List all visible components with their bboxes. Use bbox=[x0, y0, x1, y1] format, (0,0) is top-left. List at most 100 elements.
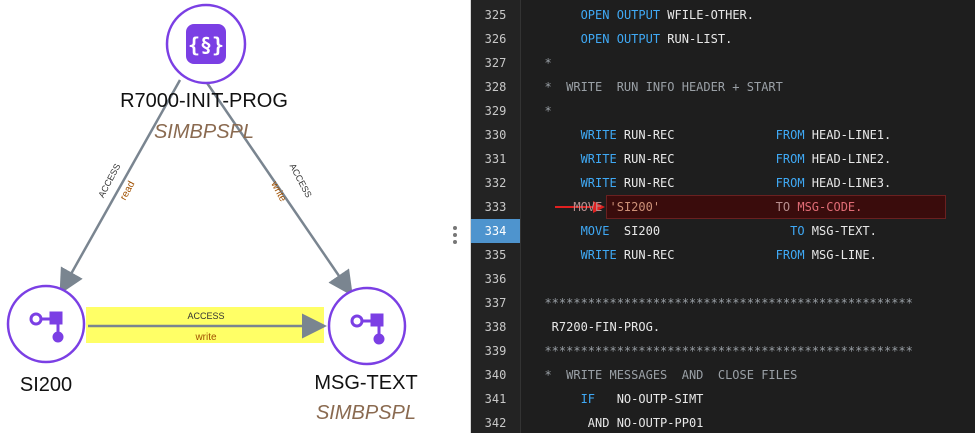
code-token: OPEN bbox=[580, 8, 610, 22]
code-line[interactable]: OPEN OUTPUT RUN-LIST. bbox=[530, 27, 733, 51]
code-token: WRITE bbox=[580, 248, 617, 262]
edge-right-type-label: ACCESS bbox=[288, 162, 314, 199]
code-line[interactable]: WRITE RUN-REC FROM MSG-LINE. bbox=[530, 243, 877, 267]
edge-si200-to-msg-text[interactable]: ACCESS write bbox=[86, 307, 327, 343]
line-number-gutter: 325 326 327 328 329 330 331 332 333 334 335 336 337 3… bbox=[471, 0, 521, 433]
code-token: NO-OUTP-SIMT bbox=[595, 392, 704, 406]
dependency-graph-pane: ACCESS read ACCESS write ACCESS write {§… bbox=[0, 0, 446, 433]
code-line[interactable]: MOVE SI200 TO MSG-TEXT. bbox=[530, 219, 877, 243]
line-number[interactable]: 327 bbox=[484, 56, 507, 70]
code-token: WRITE bbox=[580, 152, 617, 166]
code-token: MSG-LINE. bbox=[804, 248, 877, 262]
code-line[interactable]: * bbox=[530, 99, 551, 123]
si200-node[interactable]: SI200 bbox=[6, 284, 86, 396]
edge-bottom-mode-label: write bbox=[194, 332, 217, 343]
code-token: 'SI200' bbox=[609, 200, 661, 214]
code-token: WFILE-OTHER. bbox=[660, 8, 754, 22]
code-token: FROM bbox=[775, 128, 805, 142]
code-token bbox=[530, 128, 581, 142]
code-line[interactable]: R7200-FIN-PROG. bbox=[530, 315, 660, 339]
line-number[interactable]: 326 bbox=[484, 32, 507, 46]
code-line[interactable]: WRITE RUN-REC FROM HEAD-LINE2. bbox=[530, 147, 892, 171]
si200-node-name: SI200 bbox=[20, 374, 72, 396]
code-token bbox=[660, 200, 776, 214]
code-line[interactable]: * WRITE RUN INFO HEADER + START bbox=[530, 75, 783, 99]
line-number[interactable]: 331 bbox=[484, 152, 507, 166]
code-token: MOVE bbox=[573, 200, 603, 214]
code-token: ****************************************… bbox=[530, 344, 913, 358]
code-line[interactable]: IF NO-OUTP-SIMT bbox=[530, 387, 704, 411]
edge-bottom-type-label: ACCESS bbox=[187, 311, 224, 321]
line-number[interactable]: 341 bbox=[484, 392, 507, 406]
line-number[interactable]: 335 bbox=[484, 248, 507, 262]
msg-text-node[interactable]: MSG-TEXT SIMBPSPL bbox=[314, 286, 418, 424]
line-number[interactable]: 333 bbox=[484, 200, 507, 214]
line-number[interactable]: 329 bbox=[484, 104, 507, 118]
program-node[interactable]: {§} R7000-INIT-PROG SIMBPSPL bbox=[120, 3, 288, 143]
line-number[interactable]: 338 bbox=[484, 320, 507, 334]
code-token bbox=[530, 152, 581, 166]
code-token: RUN-REC bbox=[616, 248, 776, 262]
code-line[interactable]: ****************************************… bbox=[530, 339, 913, 363]
code-token: TO bbox=[790, 224, 805, 238]
code-token: IF bbox=[580, 392, 596, 406]
code-token: FROM bbox=[775, 152, 805, 166]
pane-splitter[interactable] bbox=[446, 0, 471, 433]
msg-text-node-subtitle: SIMBPSPL bbox=[316, 402, 416, 424]
code-line[interactable]: WRITE RUN-REC FROM HEAD-LINE3. bbox=[530, 171, 892, 195]
code-token bbox=[530, 176, 581, 190]
code-line[interactable]: OPEN OUTPUT WFILE-OTHER. bbox=[530, 3, 754, 27]
line-number[interactable]: 330 bbox=[484, 128, 507, 142]
code-token: AND NO-OUTP-PP01 bbox=[530, 416, 704, 430]
curly-s-icon: {§} bbox=[186, 24, 226, 64]
program-node-name: R7000-INIT-PROG bbox=[120, 90, 288, 112]
code-token: HEAD-LINE1. bbox=[804, 128, 892, 142]
line-number[interactable]: 337 bbox=[484, 296, 507, 310]
code-token: MOVE bbox=[580, 224, 610, 238]
code-editor[interactable]: 325 326 327 328 329 330 331 332 333 334 335 336 337 3… bbox=[471, 0, 975, 433]
line-number[interactable]: 334 bbox=[471, 219, 520, 243]
code-token: FROM bbox=[775, 176, 805, 190]
code-token: * WRITE MESSAGES AND CLOSE FILES bbox=[530, 368, 798, 382]
code-token: OPEN bbox=[580, 32, 610, 46]
program-node-subtitle: SIMBPSPL bbox=[154, 121, 254, 143]
line-number[interactable]: 339 bbox=[484, 344, 507, 358]
msg-text-node-name: MSG-TEXT bbox=[314, 372, 417, 394]
code-line[interactable]: * bbox=[530, 51, 551, 75]
code-token: RUN-REC bbox=[616, 128, 776, 142]
code-token: RUN-REC bbox=[616, 152, 776, 166]
code-token bbox=[530, 224, 581, 238]
line-number[interactable]: 342 bbox=[484, 416, 507, 430]
code-token: WRITE bbox=[580, 128, 617, 142]
code-token: RUN-REC bbox=[616, 176, 776, 190]
code-token: * WRITE RUN INFO HEADER + START bbox=[530, 80, 783, 94]
data-element-icon bbox=[350, 313, 385, 345]
code-line[interactable]: * WRITE MESSAGES AND CLOSE FILES bbox=[530, 363, 797, 387]
line-number[interactable]: 328 bbox=[484, 80, 507, 94]
code-line[interactable]: MOVE 'SI200' TO MSG-CODE. bbox=[530, 195, 862, 219]
code-token bbox=[602, 200, 609, 214]
line-number[interactable]: 336 bbox=[484, 272, 507, 286]
code-line[interactable]: ****************************************… bbox=[530, 291, 913, 315]
code-token: MSG-TEXT. bbox=[804, 224, 877, 238]
code-token: HEAD-LINE2. bbox=[804, 152, 892, 166]
code-line[interactable]: AND NO-OUTP-PP01 bbox=[530, 411, 704, 433]
code-token: SI200 bbox=[609, 224, 791, 238]
code-line[interactable]: WRITE RUN-REC FROM HEAD-LINE1. bbox=[530, 123, 892, 147]
line-number[interactable]: 340 bbox=[484, 368, 507, 382]
code-token bbox=[530, 32, 581, 46]
splitter-grip-icon[interactable] bbox=[453, 226, 459, 246]
code-token: MSG-CODE. bbox=[797, 200, 863, 214]
code-token bbox=[530, 248, 581, 262]
code-token: ****************************************… bbox=[530, 296, 913, 310]
data-element-icon bbox=[29, 311, 64, 343]
code-token bbox=[530, 200, 573, 214]
line-number[interactable]: 332 bbox=[484, 176, 507, 190]
code-token: FROM bbox=[775, 248, 805, 262]
red-arrow-icon bbox=[555, 201, 605, 213]
line-number[interactable]: 325 bbox=[484, 8, 507, 22]
edge-left-type-label: ACCESS bbox=[96, 162, 122, 199]
svg-text:{§}: {§} bbox=[188, 33, 224, 57]
code-token: R7200-FIN-PROG. bbox=[530, 320, 661, 334]
edge-right-mode-label: write bbox=[268, 179, 288, 204]
